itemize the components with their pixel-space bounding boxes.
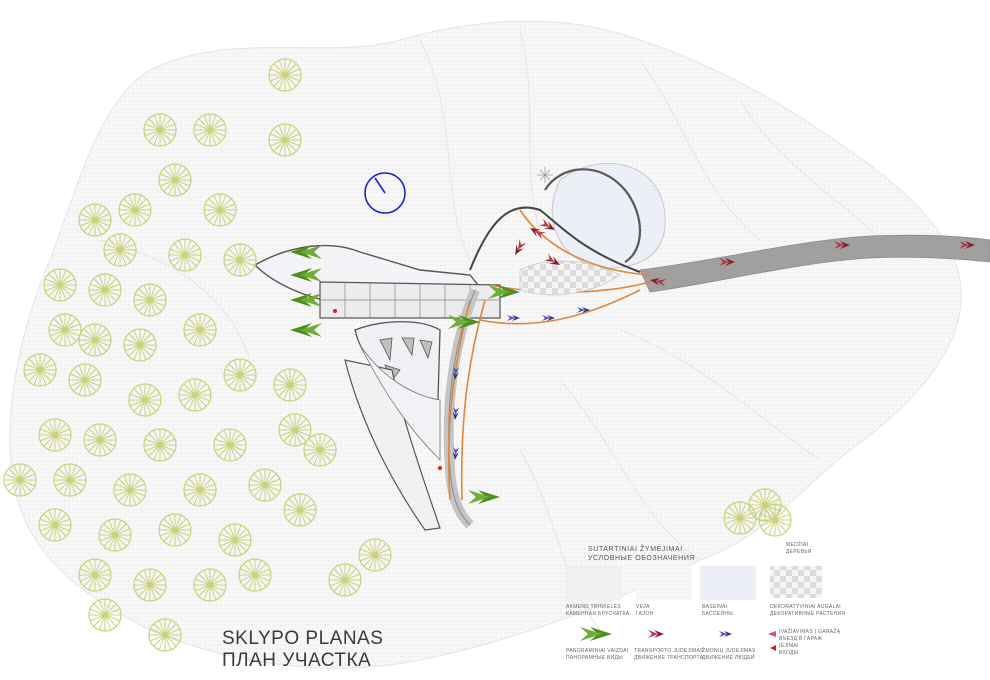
plan-title-ru: ПЛАН УЧАСТКА — [222, 650, 372, 671]
plan-title-lt: SKLYPO PLANAS — [222, 628, 384, 649]
legend-plants-ru: ДЕКОРАТИВНЫЕ РАСТЕНИЯ — [770, 611, 846, 617]
legend-views-ru: ПАНОРАМНЫЕ ВИДЫ — [566, 655, 623, 661]
legend-views-lt: PANORAMINIAI VAIZDAI — [566, 648, 629, 654]
pool-area — [551, 162, 666, 269]
legend-lawn-lt: VEJA — [636, 604, 650, 610]
legend-people-ru: ДВИЖЕНИЕ ЛЮДЕЙ — [702, 655, 755, 661]
legend-stone-lt: AKMENS TRINKELĖS — [566, 604, 621, 610]
legend-heading-lt: SUTARTINIAI ŽYMĖJIMAI — [588, 546, 683, 553]
legend-entrance-lt: ĮĖJIMAI — [779, 643, 799, 649]
legend-stone-ru: КАМЕННАЯ БРУСЧАТКА — [566, 611, 630, 617]
site-boundary — [9, 20, 962, 669]
junction-paving — [519, 260, 621, 296]
legend-pool-ru: БАССЕЙНЫ — [702, 611, 733, 617]
legend-transport-lt: TRANSPORTO JUDĖJIMAS — [634, 648, 704, 654]
legend-transport-ru: ДВИЖЕНИЕ ТРАНСПОРТА — [634, 655, 704, 661]
legend-garage-lt: ĮVAŽIAVIMAS Į GARAŽĄ — [779, 629, 841, 635]
entrance-markers — [333, 309, 442, 470]
legend-heading-ru: УСЛОВНЫЕ ОБОЗНАЧЕНИЯ — [588, 555, 696, 562]
access-road — [639, 234, 990, 293]
north-arrow-icon — [364, 172, 406, 214]
sparkle-icon — [537, 167, 553, 183]
interior-shapes — [379, 337, 433, 381]
legend-forest-lt: MEDŽIAI — [786, 542, 809, 548]
legend-garage-ru: ВЪЕЗД В ГАРАЖ — [779, 636, 823, 642]
terrace-lawn — [359, 344, 441, 461]
legend-people-lt: ŽMONIŲ JUDĖJIMAS — [702, 648, 756, 654]
legend-plants-lt: DEKORATYVINIAI AUGALAI — [770, 604, 841, 610]
deck-grid — [320, 282, 500, 318]
legend-forest-ru: ДЕРЕВЬЯ — [786, 549, 812, 555]
legend-graphics — [566, 566, 822, 651]
legend-pool-lt: BASEINAI — [702, 604, 728, 610]
legend-entrance-ru: ВХОДЫ — [779, 650, 799, 656]
main-driveway — [469, 206, 641, 273]
legend-lawn-ru: ГАЗОН — [636, 611, 654, 617]
loop-driveway — [544, 168, 642, 263]
